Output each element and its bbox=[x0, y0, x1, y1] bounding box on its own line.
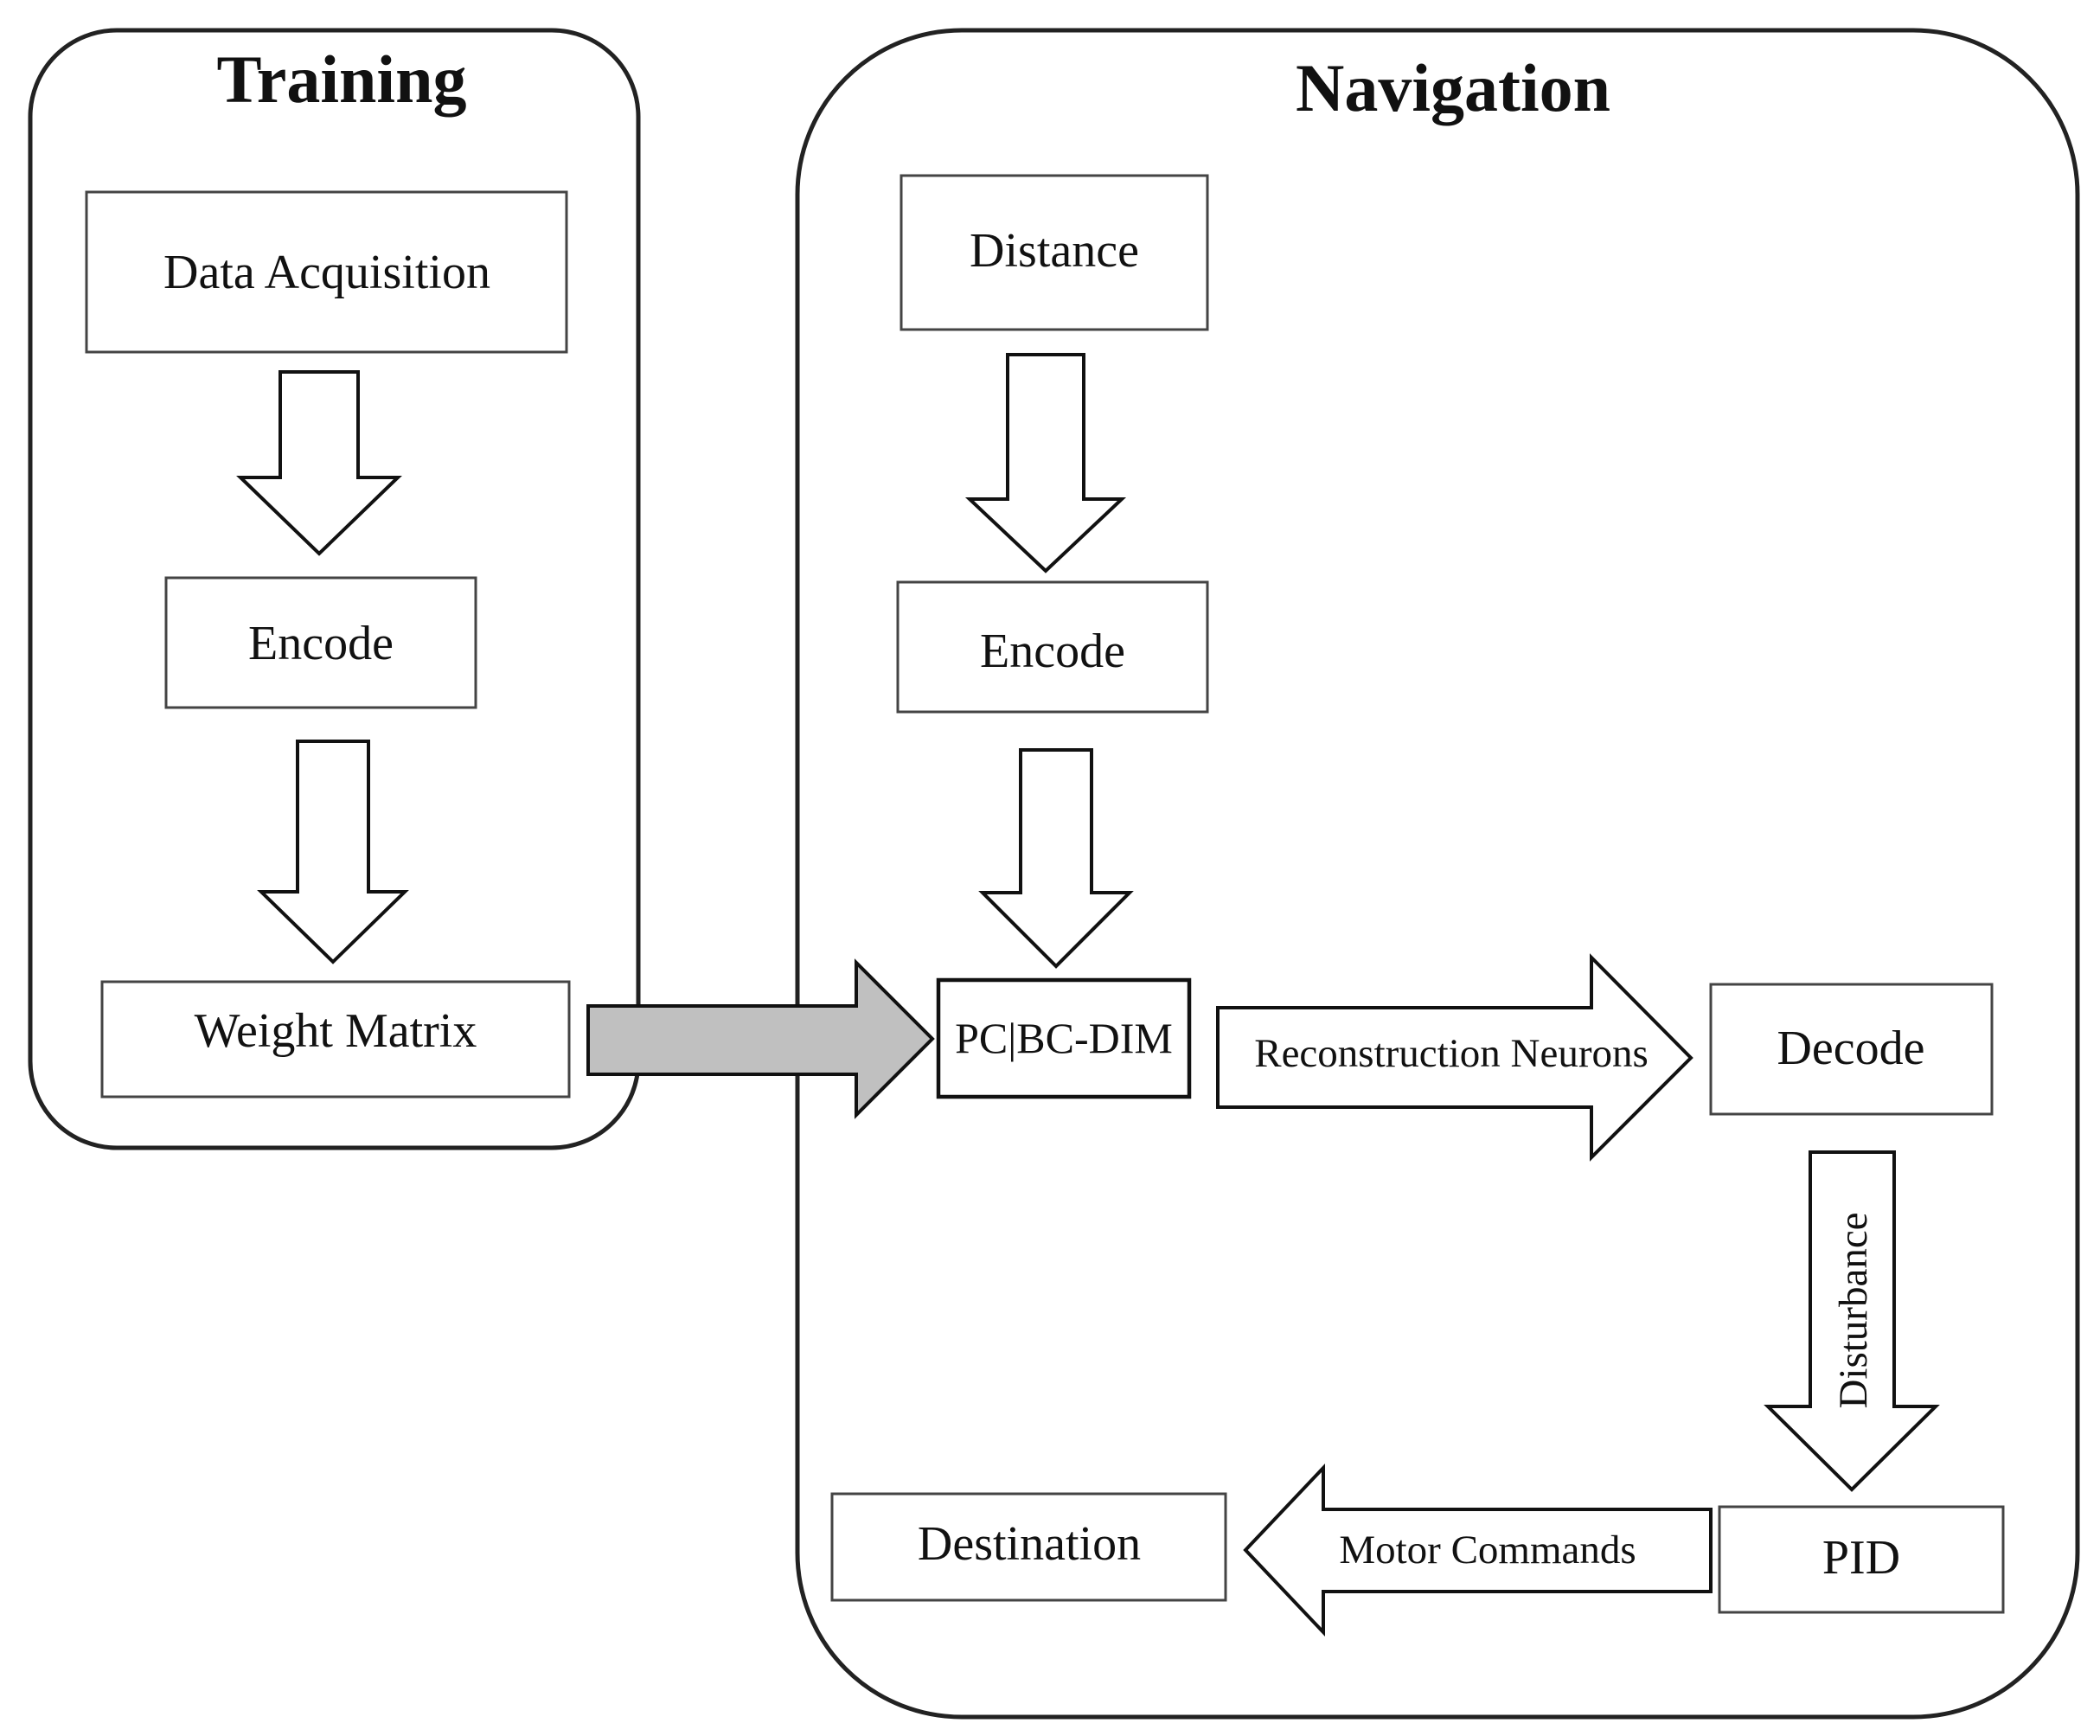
distance-to-encode-arrow bbox=[964, 353, 1127, 573]
data-acquisition-label: Data Acquisition bbox=[163, 246, 490, 299]
navigation-title: Navigation bbox=[1296, 50, 1610, 125]
reconstruction-neurons-label: Reconstruction Neurons bbox=[1254, 1031, 1649, 1076]
distance-label: Distance bbox=[970, 224, 1139, 278]
pc-bc-dim-label: PC|BC-DIM bbox=[955, 1014, 1173, 1062]
pc-bc-dim-box bbox=[936, 977, 1192, 1099]
motor-commands-label: Motor Commands bbox=[1339, 1528, 1636, 1573]
pid-label: PID bbox=[1822, 1531, 1900, 1585]
training-encode-box bbox=[164, 576, 477, 709]
distance-box bbox=[900, 174, 1209, 331]
encode-to-weight-arrow bbox=[257, 740, 409, 964]
weight-matrix-label: Weight Matrix bbox=[195, 1004, 477, 1058]
navigation-group-frame bbox=[795, 28, 2080, 1720]
decode-label: Decode bbox=[1777, 1022, 1924, 1075]
destination-box bbox=[830, 1492, 1227, 1602]
navigation-encode-label: Encode bbox=[980, 625, 1125, 678]
training-group-frame bbox=[28, 28, 641, 1150]
training-title: Training bbox=[217, 42, 467, 117]
disturbance-arrow bbox=[1764, 1150, 1940, 1492]
weight-to-pcbcdim-arrow bbox=[586, 958, 935, 1119]
destination-label: Destination bbox=[918, 1517, 1141, 1571]
encode-to-pcbcdim-arrow bbox=[978, 748, 1134, 969]
weight-matrix-box bbox=[100, 980, 571, 1099]
data-acquisition-box bbox=[85, 190, 568, 354]
acquisition-to-encode-arrow bbox=[236, 370, 402, 556]
navigation-encode-box bbox=[896, 580, 1209, 714]
decode-box bbox=[1709, 983, 1994, 1116]
reconstruction-neurons-arrow bbox=[1216, 953, 1693, 1162]
training-encode-label: Encode bbox=[248, 617, 394, 670]
motor-commands-arrow bbox=[1243, 1463, 1713, 1637]
disturbance-label: Disturbance bbox=[1831, 1212, 1876, 1408]
pid-box bbox=[1718, 1505, 2005, 1614]
